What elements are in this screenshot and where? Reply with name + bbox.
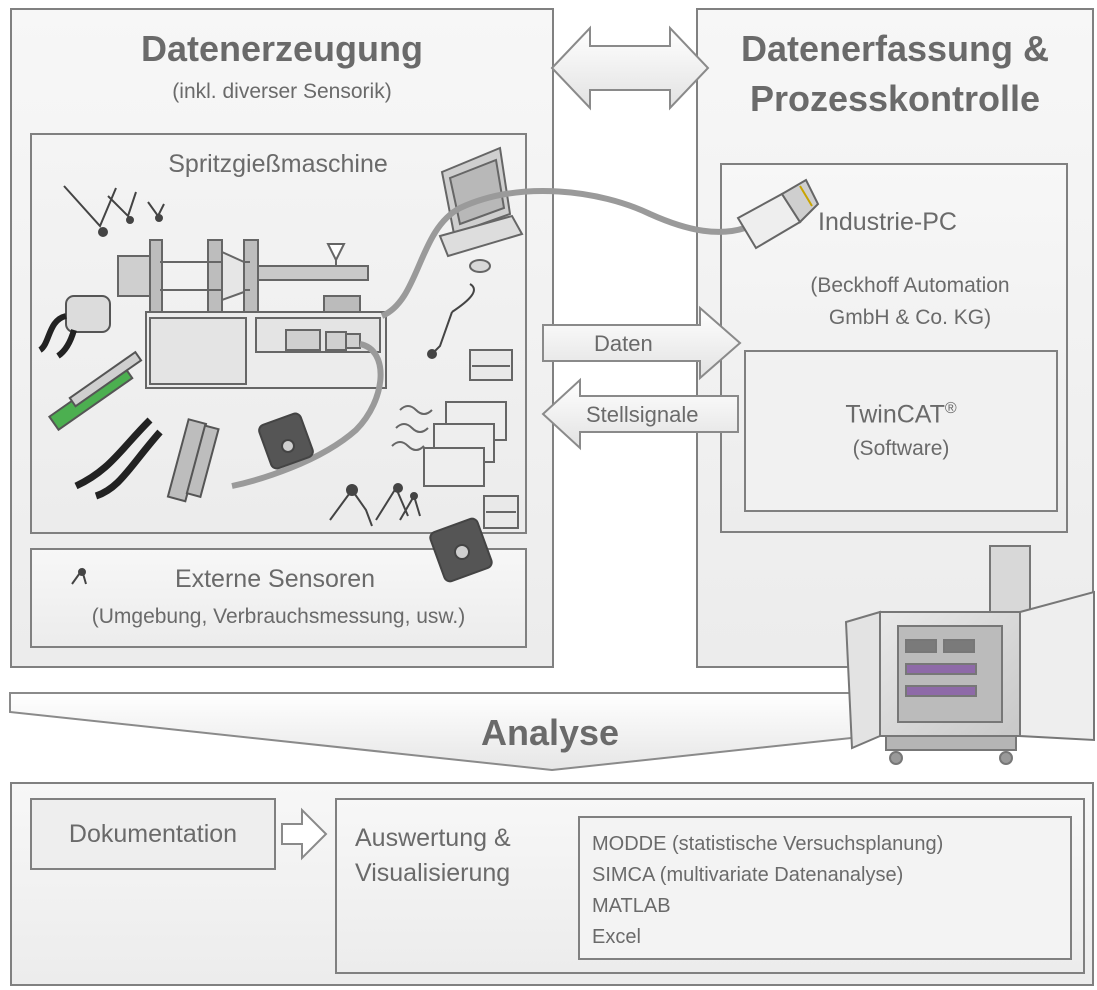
handheld-meter-external-icon [429, 517, 493, 583]
handheld-meter-icon [258, 412, 314, 470]
ethernet-plug-icon [736, 178, 820, 250]
industrial-pc-label: Industrie-PC [818, 208, 957, 236]
network-cable [380, 188, 746, 319]
vendor-line1: (Beckhoff Automation [810, 274, 1010, 297]
data-arrow [542, 305, 742, 381]
data-generation-title: Datenerzeugung [140, 28, 424, 69]
evaluation-line1: Auswertung & [355, 824, 511, 852]
evaluation-line2: Visualisierung [355, 859, 511, 887]
heater-units-icon [391, 401, 507, 487]
bidirectional-arrow [550, 25, 710, 111]
twincat-name: TwinCAT® [744, 400, 1058, 429]
external-sensors-subtitle: (Umgebung, Verbrauchsmessung, usw.) [91, 605, 466, 628]
external-sensors-title: Externe Sensoren [174, 565, 376, 593]
control-arrow-label: Stellsignale [586, 402, 699, 427]
tool-item-simca: SIMCA (multivariate Datenanalyse) [592, 864, 904, 886]
probe-sensor-icon [166, 418, 220, 503]
tool-item-matlab: MATLAB [592, 895, 671, 917]
tool-item-excel: Excel [592, 926, 641, 948]
twincat-name-text: TwinCAT [845, 400, 945, 429]
injection-molding-machine-illustration [117, 239, 387, 389]
injection-molding-machine-label: Spritzgießmaschine [168, 150, 388, 178]
thermocouple-sensors-icon [63, 185, 165, 237]
twincat-subtitle: (Software) [852, 437, 950, 460]
data-arrow-label: Daten [594, 331, 653, 356]
vendor-line2: GmbH & Co. KG) [828, 306, 992, 329]
analysis-title: Analyse [480, 712, 620, 753]
documentation-box [30, 798, 276, 870]
data-generation-subtitle: (inkl. diverser Sensorik) [172, 80, 392, 103]
data-acquisition-title-line2: Prozesskontrolle [749, 78, 1041, 119]
tools-box [578, 816, 1072, 960]
gauge-icons [469, 349, 519, 529]
temperature-probe-icon [427, 283, 475, 359]
external-sensor-icon [71, 567, 87, 585]
tool-item-modde: MODDE (statistische Versuchsplanung) [592, 833, 944, 855]
proximity-sensor-icon [47, 350, 143, 432]
data-acquisition-title-line1: Datenerfassung & [740, 28, 1050, 69]
thermocouple-sensors-bottom-icon [329, 483, 421, 527]
sensor-cable [231, 341, 384, 489]
documentation-arrow [281, 807, 328, 861]
computer-monitor-icon [438, 146, 524, 273]
control-cabinet-illustration [844, 545, 1095, 765]
twincat-box [744, 350, 1058, 512]
documentation-label: Dokumentation [68, 820, 238, 848]
cable-sensor-icon [74, 417, 163, 500]
control-signal-arrow [541, 377, 739, 451]
pressure-sensor-icon [37, 295, 111, 359]
registered-mark: ® [944, 400, 957, 417]
